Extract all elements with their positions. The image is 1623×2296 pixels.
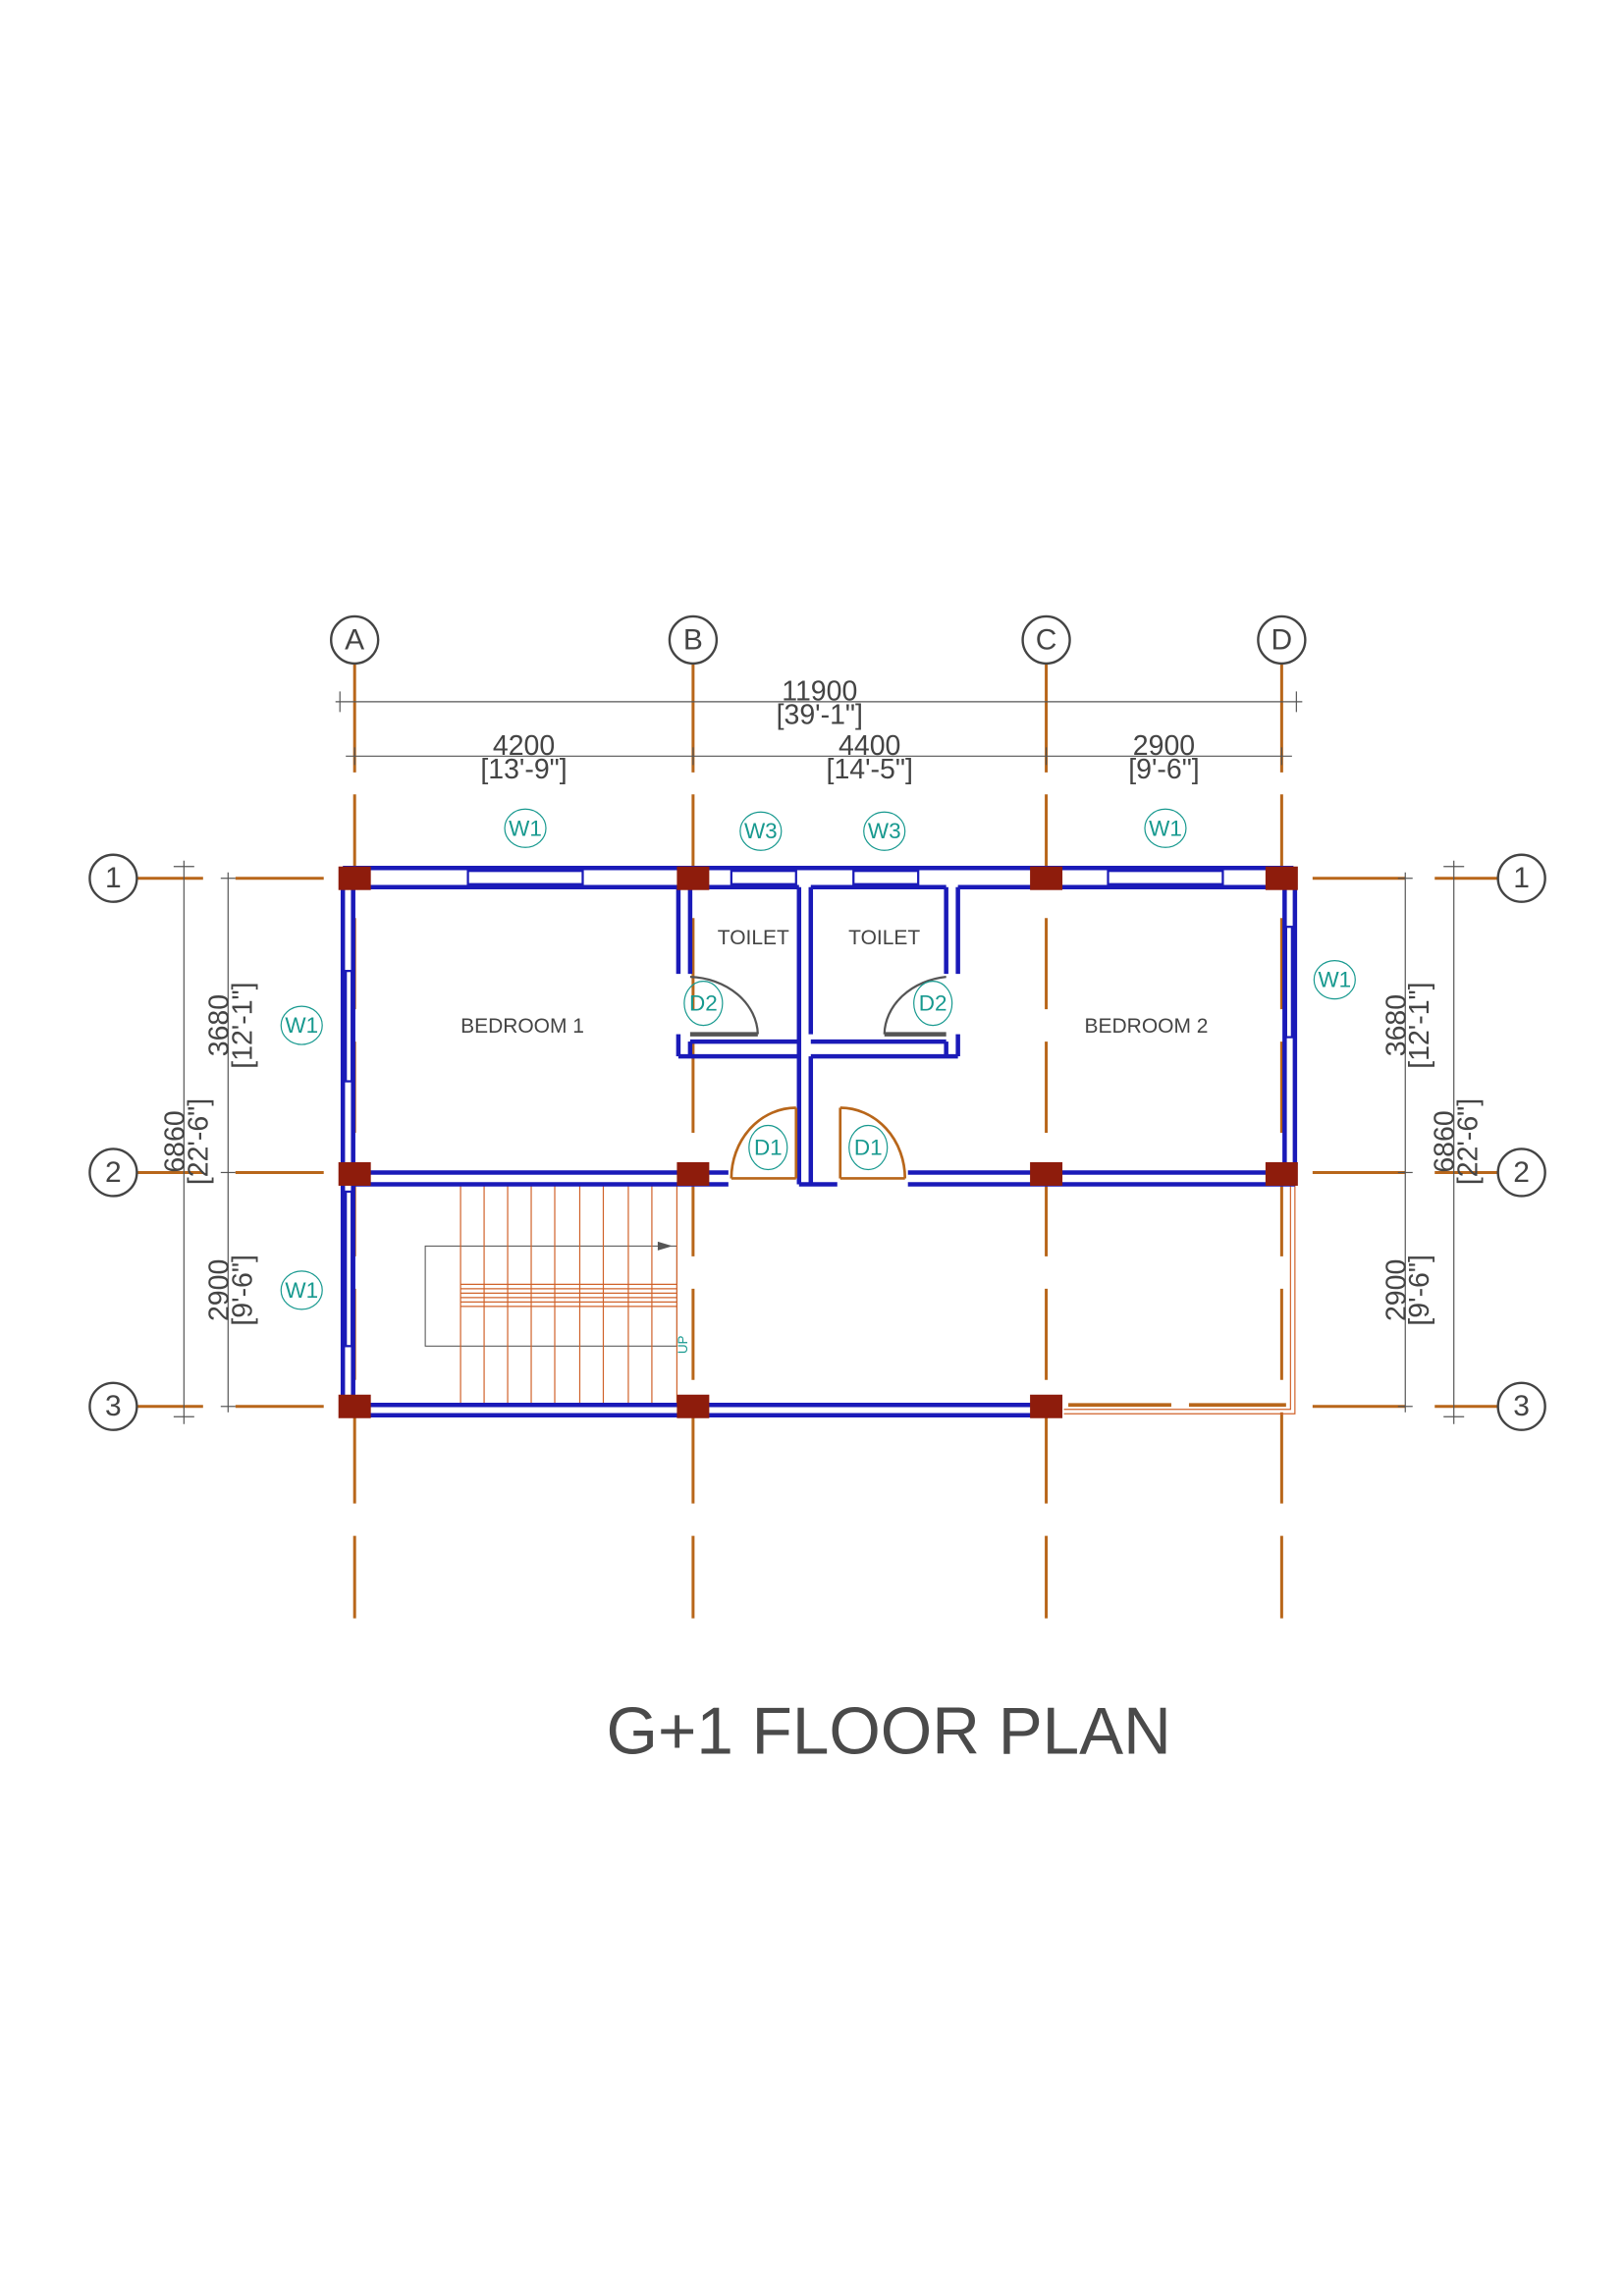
bay-cd-ft: [9'-6"] (1128, 754, 1200, 785)
tag-text: W1 (1318, 968, 1351, 992)
grid-label: 1 (1513, 862, 1530, 894)
bay-cd-mm: 2900 (1133, 730, 1195, 762)
room-label-bedroom-2: BEDROOM 2 (1085, 1015, 1209, 1038)
grid-bubble-B: B (668, 614, 719, 666)
tag-text: D1 (754, 1135, 783, 1159)
door-d1-left (730, 1106, 798, 1180)
tag-w1-right: W1 (1313, 960, 1356, 1000)
bay-ab-ft: [13'-9"] (480, 754, 567, 785)
tag-text: D1 (854, 1135, 883, 1159)
tag-text: W1 (285, 1013, 318, 1038)
door-d2-right (883, 976, 947, 1037)
tag-w1-left-upper: W1 (280, 1005, 323, 1045)
grid-bubble-C: C (1021, 614, 1071, 666)
door-d1-right (839, 1106, 907, 1180)
bay-bc-mm: 4400 (839, 730, 900, 762)
tag-text: W3 (744, 819, 778, 843)
column-grid-lines (352, 663, 1283, 1619)
bay-bc-ft: [14'-5"] (827, 754, 913, 785)
right-span-12-mm: 3680 (1380, 994, 1412, 1056)
row-grid-lines (136, 877, 1498, 1409)
grid-bubble-2-right: 2 (1496, 1148, 1546, 1198)
overall-width-mm: 11900 (782, 675, 857, 707)
right-span-23-ft: [9'-6"] (1404, 1255, 1435, 1326)
tag-w1-top-left: W1 (504, 808, 547, 848)
tag-w3-right: W3 (863, 811, 906, 851)
left-span-23-ft: [9'-6"] (227, 1255, 258, 1326)
overall-width-ft: [39'-1"] (777, 699, 863, 730)
grid-label: D (1271, 623, 1293, 656)
left-span-23-mm: 2900 (203, 1259, 235, 1321)
grid-bubble-D: D (1257, 614, 1307, 666)
grid-label: 2 (105, 1156, 122, 1189)
tag-d1-right: D1 (848, 1124, 889, 1171)
tag-text: W1 (509, 816, 542, 840)
tag-text: D2 (919, 991, 947, 1016)
balcony-railing (1063, 1184, 1296, 1415)
tag-d1-left: D1 (748, 1124, 788, 1171)
left-span-12-ft: [12'-1"] (227, 982, 258, 1068)
grid-bubble-3-left: 3 (88, 1381, 138, 1431)
left-span-12-mm: 3680 (203, 994, 235, 1056)
side-dimension-lines (173, 860, 1465, 1424)
left-depth-ft: [22'-6"] (183, 1098, 214, 1185)
room-label-bedroom-1: BEDROOM 1 (460, 1015, 584, 1038)
room-label-toilet-1: TOILET (718, 927, 789, 949)
stair-up-label: UP (676, 1335, 690, 1354)
grid-label: C (1036, 623, 1057, 656)
walls (340, 865, 1298, 1417)
room-label-toilet-2: TOILET (848, 927, 920, 949)
grid-label: 3 (105, 1390, 122, 1422)
right-depth-ft: [22'-6"] (1453, 1098, 1485, 1185)
grid-label: 3 (1513, 1390, 1530, 1422)
drawing-title: G+1 FLOOR PLAN (607, 1694, 1171, 1768)
grid-label: 2 (1513, 1156, 1530, 1189)
right-depth-mm: 6860 (1430, 1110, 1461, 1172)
grid-bubble-1-right: 1 (1496, 853, 1546, 903)
tag-text: W1 (1149, 816, 1182, 840)
tag-text: W3 (868, 819, 901, 843)
tag-w3-left: W3 (739, 811, 783, 851)
right-span-12-ft: [12'-1"] (1404, 982, 1435, 1068)
grid-bubble-A: A (330, 614, 380, 666)
door-d2-left (689, 976, 759, 1037)
tag-text: D2 (689, 991, 718, 1016)
tag-d2-right: D2 (913, 981, 953, 1027)
bay-ab-mm: 4200 (493, 730, 555, 762)
tag-text: W1 (285, 1278, 318, 1303)
tag-d2-left: D2 (683, 981, 724, 1027)
grid-bubble-2-left: 2 (88, 1148, 138, 1198)
right-span-23-mm: 2900 (1380, 1259, 1412, 1321)
tag-w1-left-lower: W1 (280, 1270, 323, 1310)
stair-arrow-icon (657, 1241, 673, 1251)
grid-bubble-1-left: 1 (88, 853, 138, 903)
grid-bubble-3-right: 3 (1496, 1381, 1546, 1431)
structural-columns (338, 866, 1298, 1418)
top-dimension-lines (335, 691, 1303, 766)
staircase (424, 1184, 678, 1406)
tag-w1-top-right: W1 (1144, 808, 1187, 848)
grid-label: B (683, 623, 703, 656)
windows (345, 870, 1293, 1348)
left-depth-mm: 6860 (159, 1110, 190, 1172)
grid-label: 1 (105, 862, 122, 894)
grid-label: A (345, 623, 364, 656)
